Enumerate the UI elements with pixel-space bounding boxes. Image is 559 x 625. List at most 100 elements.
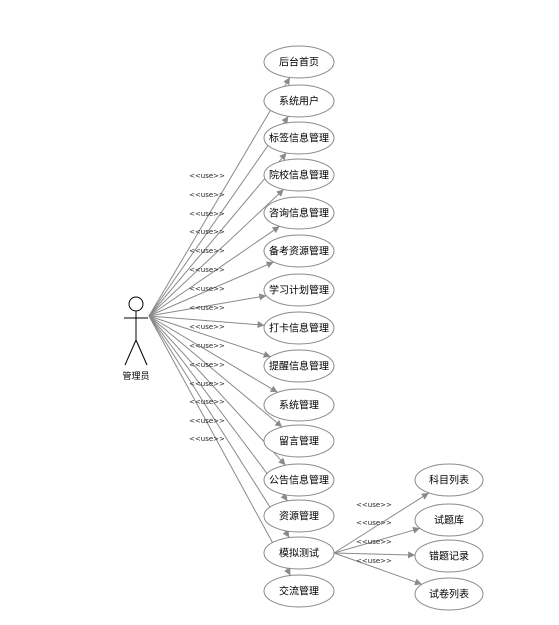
use-case-ellipse[interactable] (263, 84, 335, 118)
use-stereotype-label: <<use>> (189, 380, 225, 388)
actor-left-leg (124, 339, 137, 366)
sub-use-association-line (333, 551, 416, 559)
use-case-item[interactable]: 标签信息管理 (263, 121, 335, 155)
use-association-line (148, 315, 291, 576)
use-case-ellipse[interactable] (263, 158, 335, 192)
use-case-item[interactable]: 备考资源管理 (263, 234, 335, 268)
use-case-item[interactable]: 提醒信息管理 (263, 349, 335, 383)
use-case-ellipse[interactable] (263, 388, 335, 422)
use-association-line (148, 261, 274, 317)
actor-label: 管理员 (122, 370, 149, 382)
use-association-line (148, 225, 280, 317)
use-case-item[interactable]: 打卡信息管理 (263, 311, 335, 345)
sub-use-case-label: 试题库 (434, 514, 464, 527)
use-case-item[interactable]: 咨询信息管理 (263, 196, 335, 230)
sub-stereotype-label: <<use>> (356, 501, 392, 509)
sub-stereotype-label: <<use>> (356, 538, 392, 546)
use-case-label: 系统管理 (279, 399, 319, 412)
use-case-ellipse[interactable] (263, 574, 335, 608)
use-stereotype-label: <<use>> (189, 342, 225, 350)
use-stereotype-label: <<use>> (189, 304, 225, 312)
use-stereotype-label: <<use>> (189, 323, 225, 331)
sub-use-case-label: 科目列表 (429, 474, 469, 487)
use-case-item[interactable]: 后台首页 (263, 45, 335, 79)
sub-use-association-line (333, 492, 430, 554)
use-case-label: 留言管理 (279, 435, 319, 448)
sub-use-association-line (333, 552, 423, 586)
use-case-ellipse[interactable] (263, 45, 335, 79)
use-case-item[interactable]: 公告信息管理 (263, 463, 335, 497)
use-case-ellipse[interactable] (263, 234, 335, 268)
use-case-label: 提醒信息管理 (269, 360, 329, 373)
use-association-line (148, 152, 287, 317)
use-case-list: 后台首页系统用户标签信息管理院校信息管理咨询信息管理备考资源管理学习计划管理打卡… (263, 45, 335, 608)
use-case-label: 咨询信息管理 (269, 207, 329, 220)
sub-use-case-item[interactable]: 试题库 (414, 503, 484, 537)
use-stereotype-label: <<use>> (189, 435, 225, 443)
use-stereotype-label: <<use>> (189, 172, 225, 180)
use-case-ellipse[interactable] (263, 196, 335, 230)
use-stereotype-label: <<use>> (189, 266, 225, 274)
actor-administrator[interactable]: 管理员 (122, 296, 150, 382)
use-case-ellipse[interactable] (263, 273, 335, 307)
sub-use-case-label: 试卷列表 (429, 588, 469, 601)
use-case-item[interactable]: 系统管理 (263, 388, 335, 422)
use-case-ellipse[interactable] (263, 536, 335, 570)
use-case-ellipse[interactable] (263, 424, 335, 458)
use-association-line (148, 315, 290, 538)
use-case-label: 标签信息管理 (269, 132, 329, 145)
sub-stereotype-label: <<use>> (356, 519, 392, 527)
actor-head-icon (128, 296, 144, 312)
use-association-line (148, 315, 289, 502)
use-case-item[interactable]: 院校信息管理 (263, 158, 335, 192)
actor-right-leg (135, 339, 148, 366)
use-stereotype-label: <<use>> (189, 228, 225, 236)
use-case-ellipse[interactable] (263, 463, 335, 497)
use-stereotype-label: <<use>> (189, 285, 225, 293)
use-case-label: 资源管理 (279, 510, 319, 523)
use-case-label: 学习计划管理 (269, 284, 329, 297)
use-case-item[interactable]: 模拟测试 (263, 536, 335, 570)
sub-use-case-item[interactable]: 试卷列表 (414, 577, 484, 611)
sub-use-case-item[interactable]: 科目列表 (414, 463, 484, 497)
use-case-item[interactable]: 交流管理 (263, 574, 335, 608)
sub-stereotype-label: <<use>> (356, 557, 392, 565)
sub-use-association-line (333, 526, 421, 554)
sub-use-case-label: 错题记录 (429, 550, 469, 563)
use-case-item[interactable]: 留言管理 (263, 424, 335, 458)
sub-use-case-ellipse[interactable] (414, 577, 484, 611)
use-case-ellipse[interactable] (263, 311, 335, 345)
use-stereotype-label: <<use>> (189, 417, 225, 425)
use-association-line (148, 77, 291, 317)
use-case-label: 院校信息管理 (269, 169, 329, 182)
use-association-line (148, 189, 285, 317)
use-case-label: 模拟测试 (279, 547, 319, 560)
use-case-label: 备考资源管理 (269, 245, 329, 258)
use-case-item[interactable]: 系统用户 (263, 84, 335, 118)
use-case-label: 交流管理 (279, 585, 319, 598)
use-case-item[interactable]: 学习计划管理 (263, 273, 335, 307)
use-case-ellipse[interactable] (263, 121, 335, 155)
use-association-line (148, 315, 278, 393)
use-case-ellipse[interactable] (263, 349, 335, 383)
sub-use-case-ellipse[interactable] (414, 463, 484, 497)
sub-use-case-ellipse[interactable] (414, 503, 484, 537)
use-association-line (148, 293, 267, 317)
use-stereotype-label: <<use>> (189, 210, 225, 218)
use-association-line (148, 315, 271, 358)
use-case-label: 打卡信息管理 (269, 322, 329, 335)
use-case-ellipse[interactable] (263, 499, 335, 533)
use-association-line (148, 115, 289, 317)
use-case-label: 公告信息管理 (269, 474, 329, 487)
sub-use-case-ellipse[interactable] (414, 539, 484, 573)
sub-use-case-item[interactable]: 错题记录 (414, 539, 484, 573)
use-stereotype-label: <<use>> (189, 398, 225, 406)
association-lines (148, 77, 291, 576)
use-case-item[interactable]: 资源管理 (263, 499, 335, 533)
use-association-line (148, 315, 283, 428)
use-association-line (148, 315, 265, 329)
sub-association-lines (333, 492, 430, 586)
use-stereotype-label: <<use>> (189, 191, 225, 199)
